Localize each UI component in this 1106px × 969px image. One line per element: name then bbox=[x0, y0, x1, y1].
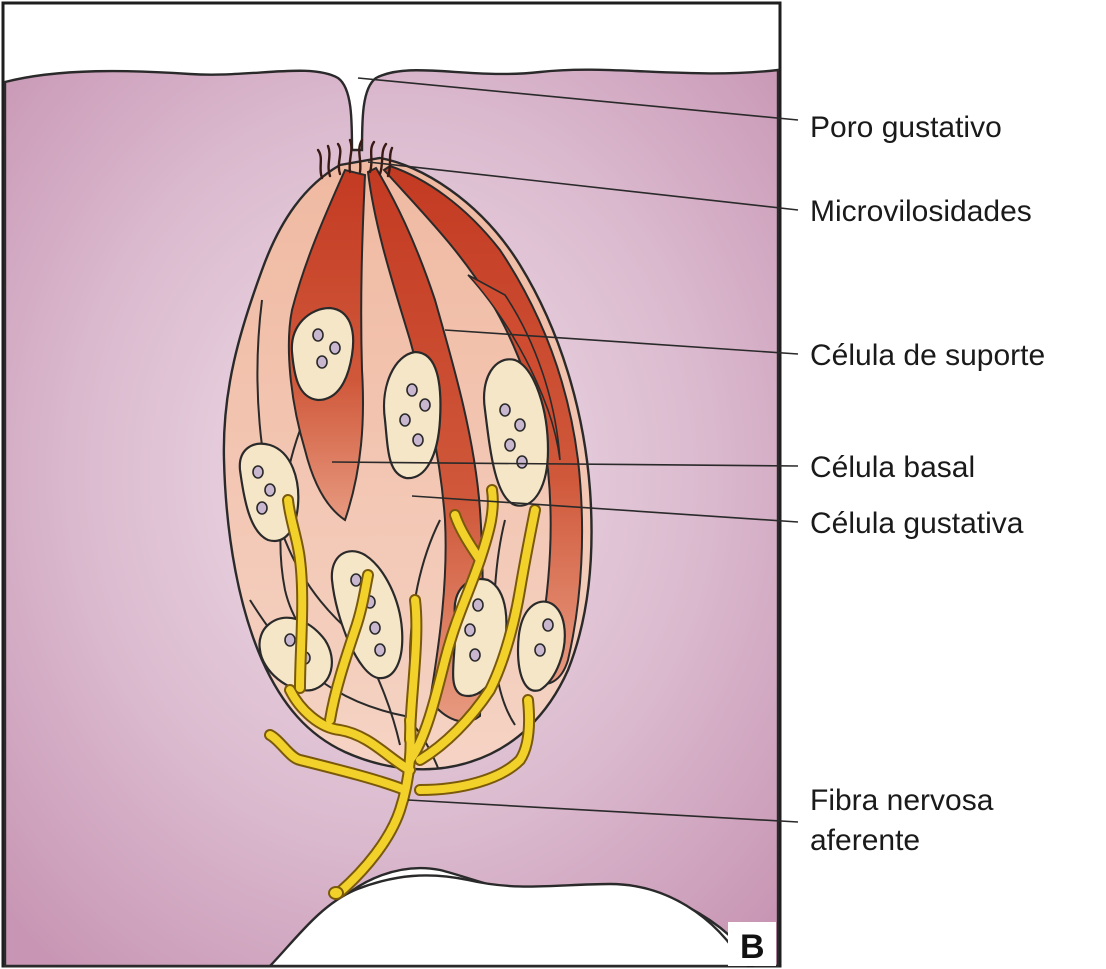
label-basal-cell: Célula basal bbox=[810, 451, 975, 484]
label-taste-pore: Poro gustativo bbox=[810, 111, 1002, 144]
label-afferent-fiber-line1: Fibra nervosa bbox=[810, 784, 994, 817]
label-afferent-fiber-line2: aferente bbox=[810, 824, 920, 857]
label-microvilli: Microvilosidades bbox=[810, 195, 1032, 228]
label-gustatory-cell: Célula gustativa bbox=[810, 507, 1024, 540]
panel-letter: B bbox=[740, 928, 765, 966]
label-supporting-cell: Célula de suporte bbox=[810, 339, 1045, 372]
